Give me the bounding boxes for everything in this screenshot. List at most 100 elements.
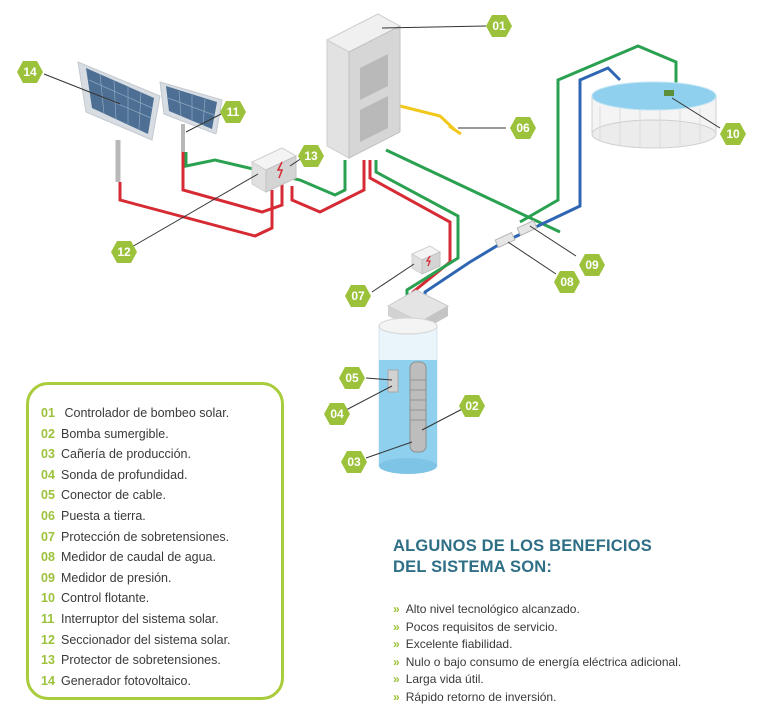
legend-number: 05: [41, 488, 55, 503]
svg-text:03: 03: [347, 455, 361, 469]
well: [378, 289, 450, 474]
legend-item: 07 Protección de sobretensiones.: [41, 527, 231, 548]
surge-protection-box: [410, 245, 442, 275]
benefit-text: Rápido retorno de inversión.: [405, 689, 557, 704]
benefit-item: » Larga vida útil.: [393, 671, 681, 689]
legend-number: 12: [41, 632, 55, 647]
legend-item: 02 Bomba sumergible.: [41, 424, 231, 445]
benefit-item: » Rápido retorno de inversión.: [393, 689, 681, 707]
svg-text:02: 02: [465, 399, 479, 413]
legend-number: 07: [41, 529, 55, 544]
marker-05: 05: [339, 367, 365, 389]
legend-label: Puesta a tierra.: [61, 508, 146, 523]
svg-text:10: 10: [726, 127, 740, 141]
svg-text:06: 06: [516, 121, 530, 135]
legend-item: 14 Generador fotovoltaico.: [41, 671, 231, 692]
controller-cabinet: [325, 13, 402, 159]
legend-label: Protector de sobretensiones.: [61, 653, 221, 668]
leader-lines: [43, 25, 721, 459]
benefit-text: Pocos requisitos de servicio.: [405, 619, 558, 634]
chevron-bullet-icon: »: [393, 672, 400, 687]
svg-text:07: 07: [351, 289, 365, 303]
legend-label: Controlador de bombeo solar.: [64, 406, 230, 420]
marker-13: 13: [298, 145, 324, 167]
meters: [494, 219, 538, 249]
svg-text:11: 11: [227, 105, 240, 119]
legend-label: Generador fotovoltaico.: [61, 673, 191, 688]
legend-item: 10 Control flotante.: [41, 588, 231, 609]
legend-number: 04: [41, 467, 55, 482]
ground-wire: [399, 104, 462, 136]
benefit-text: Nulo o bajo consumo de energía eléctrica…: [405, 654, 682, 669]
marker-07: 07: [345, 285, 371, 307]
svg-text:05: 05: [345, 371, 359, 385]
marker-03: 03: [341, 451, 367, 473]
svg-text:13: 13: [304, 149, 318, 163]
legend-number: 09: [41, 570, 55, 585]
legend-item: 12 Seccionador del sistema solar.: [41, 630, 231, 651]
legend-item: 01 Controlador de bombeo solar.: [41, 403, 231, 424]
marker-02: 02: [459, 395, 485, 417]
legend-label: Control flotante.: [61, 591, 150, 606]
legend-label: Sonda de profundidad.: [61, 467, 188, 482]
svg-text:14: 14: [23, 65, 37, 79]
svg-text:12: 12: [117, 245, 131, 259]
benefit-item: » Alto nivel tecnológico alcanzado.: [393, 601, 681, 619]
legend-label: Medidor de presión.: [61, 570, 172, 585]
benefits-list: » Alto nivel tecnológico alcanzado. » Poco…: [393, 601, 681, 707]
marker-01: 01: [486, 15, 512, 37]
legend-label: Bomba sumergible.: [61, 426, 169, 441]
legend-panel: 01 Controlador de bombeo solar. 02 Bomba …: [26, 382, 284, 700]
legend-label: Medidor de caudal de agua.: [61, 550, 216, 565]
marker-09: 09: [579, 254, 605, 276]
benefit-item: » Nulo o bajo consumo de energía eléctric…: [393, 654, 681, 672]
legend-item: 09 Medidor de presión.: [41, 568, 231, 589]
legend-number: 01: [41, 406, 55, 420]
chevron-bullet-icon: »: [393, 654, 400, 669]
chevron-bullet-icon: »: [393, 637, 400, 652]
legend-item: 11 Interruptor del sistema solar.: [41, 609, 231, 630]
legend-number: 14: [41, 673, 55, 688]
legend-number: 10: [41, 591, 55, 606]
marker-14: 14: [17, 61, 43, 83]
legend-number: 13: [41, 653, 55, 668]
legend-item: 03 Cañería de producción.: [41, 444, 231, 465]
marker-11: 11: [220, 101, 246, 123]
water-tank: [591, 81, 717, 149]
legend-item: 04 Sonda de profundidad.: [41, 465, 231, 486]
legend-number: 06: [41, 508, 55, 523]
chevron-bullet-icon: »: [393, 619, 400, 634]
legend-item: 06 Puesta a tierra.: [41, 506, 231, 527]
legend-list: 01 Controlador de bombeo solar. 02 Bomba …: [41, 403, 231, 691]
svg-text:01: 01: [492, 19, 506, 33]
benefit-text: Larga vida útil.: [405, 672, 484, 687]
legend-number: 02: [41, 426, 55, 441]
benefits-title-line1: ALGUNOS DE LOS BENEFICIOS: [393, 537, 652, 555]
marker-04: 04: [324, 403, 350, 425]
legend-item: 05 Conector de cable.: [41, 485, 231, 506]
svg-text:09: 09: [585, 258, 599, 272]
legend-number: 11: [41, 611, 55, 626]
legend-label: Interruptor del sistema solar.: [61, 611, 219, 626]
legend-number: 03: [41, 447, 55, 462]
legend-item: 08 Medidor de caudal de agua.: [41, 547, 231, 568]
marker-10: 10: [720, 123, 746, 145]
legend-number: 08: [41, 550, 55, 565]
legend-label: Cañería de producción.: [61, 447, 191, 462]
legend-label: Protección de sobretensiones.: [61, 529, 230, 544]
marker-06: 06: [510, 117, 536, 139]
surge-protector-box: [250, 147, 298, 193]
benefit-item: » Pocos requisitos de servicio.: [393, 619, 681, 637]
chevron-bullet-icon: »: [393, 689, 400, 704]
legend-label: Conector de cable.: [61, 488, 166, 503]
chevron-bullet-icon: »: [393, 602, 400, 616]
benefits-title-line2: DEL SISTEMA SON:: [393, 558, 553, 576]
benefit-text: Excelente fiabilidad.: [405, 637, 513, 652]
svg-text:08: 08: [560, 275, 574, 289]
svg-text:04: 04: [330, 407, 344, 421]
solar-panel-small: [159, 81, 223, 152]
benefit-text: Alto nivel tecnológico alcanzado.: [405, 602, 580, 616]
marker-08: 08: [554, 271, 580, 293]
legend-label: Seccionador del sistema solar.: [61, 632, 231, 647]
